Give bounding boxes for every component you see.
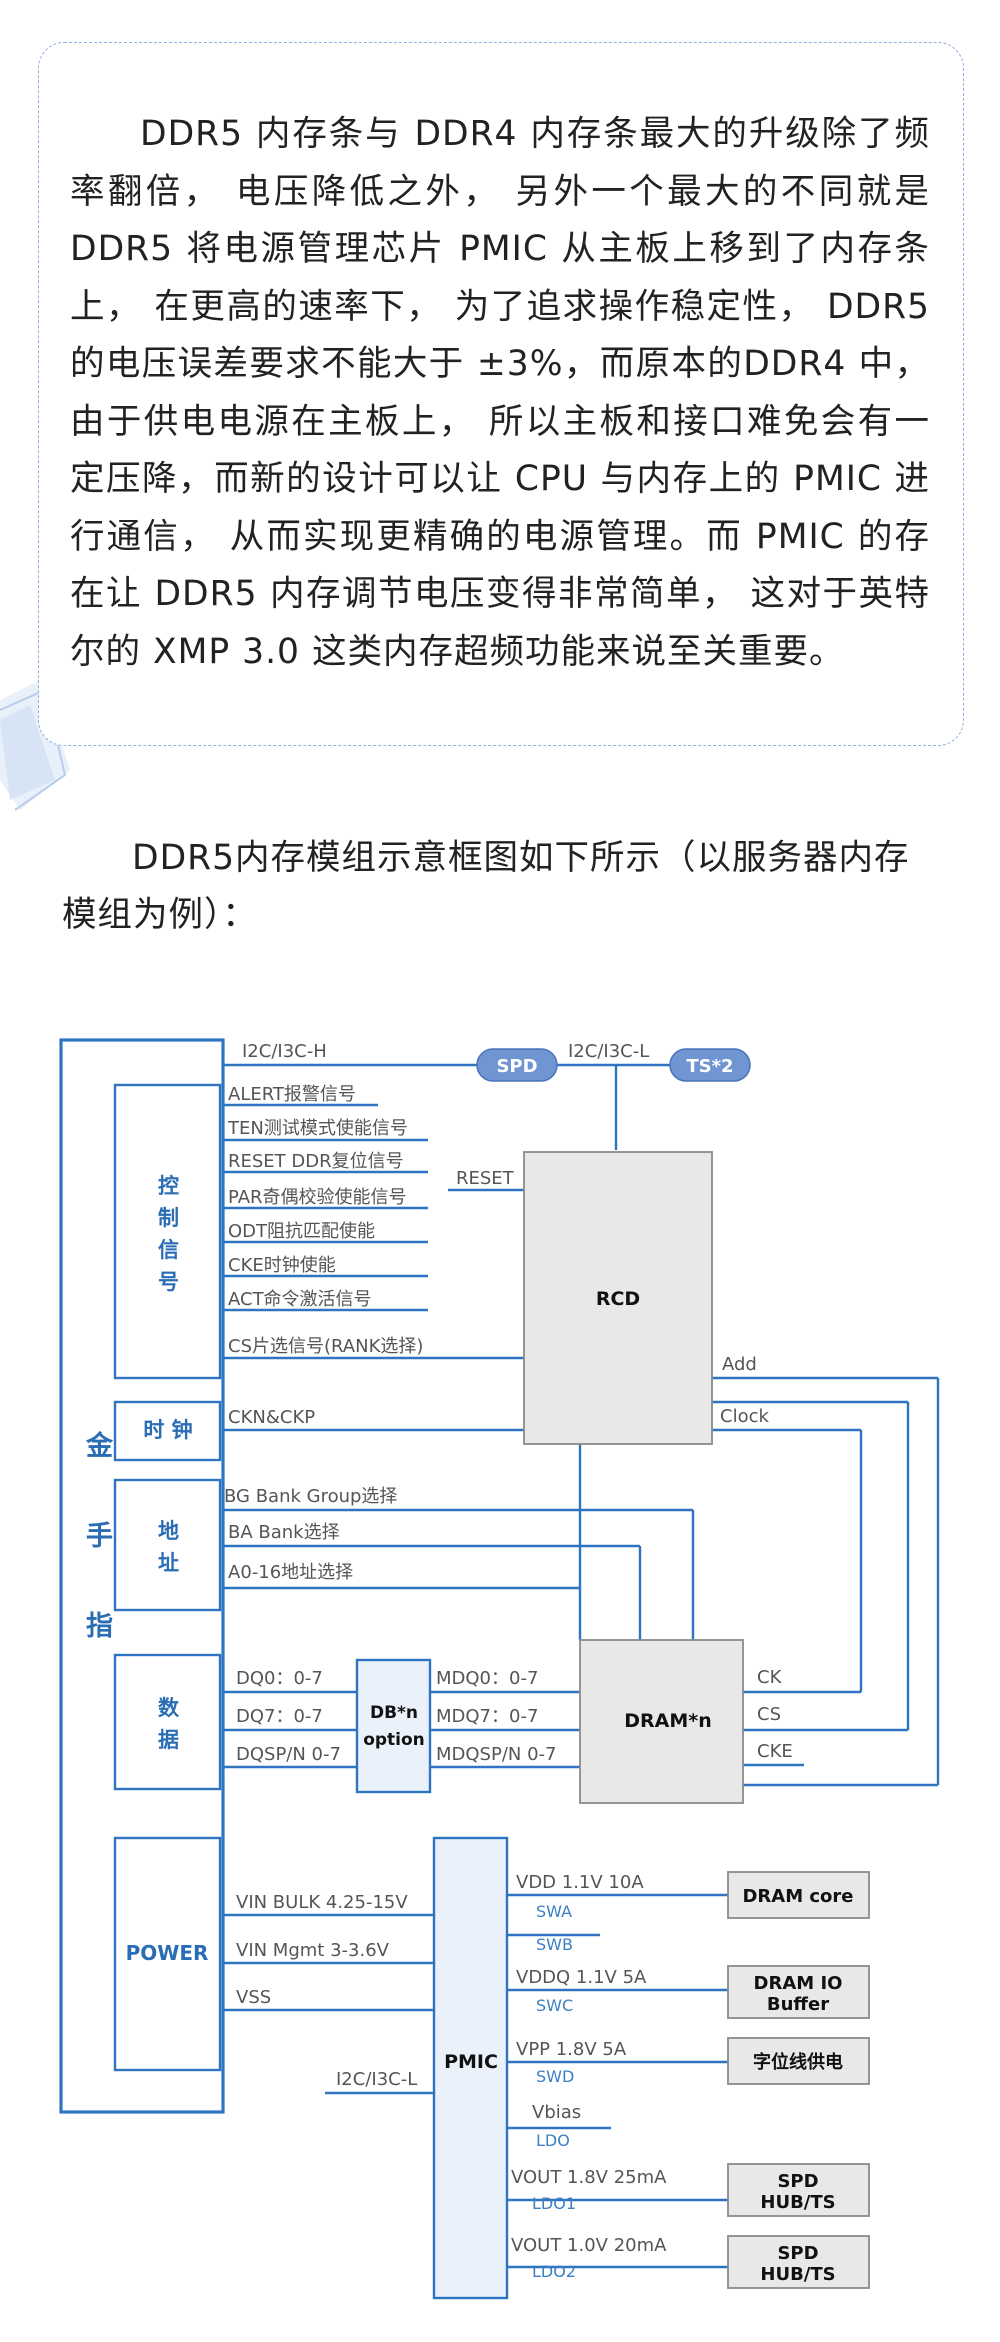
gold-finger-char-1: 金 <box>85 1430 114 1462</box>
pmic-output-sub: SWD <box>536 2067 574 2086</box>
diagram-caption: DDR5内存模组示意框图如下所示（以服务器内存模组为例）： <box>62 838 910 935</box>
pmic-output-label: VPP 1.8V 5A <box>516 2039 627 2060</box>
control-char-3: 信 <box>158 1238 179 1262</box>
target-label: 字位线供电 <box>753 2051 843 2073</box>
clock-group-label: 时 钟 <box>143 1418 192 1442</box>
rcd-box <box>523 1151 713 1445</box>
i2c-h-label: I2C/I3C-H <box>242 1041 327 1062</box>
rcd-clock-label: Clock <box>720 1406 769 1427</box>
data-char-1: 数 <box>158 1696 180 1720</box>
dram-label: DRAM*n <box>624 1710 711 1732</box>
power-input: VSS <box>236 1987 271 2008</box>
ts-pill <box>669 1048 751 1082</box>
spd-pill <box>476 1048 558 1082</box>
dram-core-box <box>727 1871 870 1919</box>
control-char-2: 制 <box>158 1206 179 1230</box>
db-option-box <box>355 1658 432 1794</box>
pmic-label: PMIC <box>444 2051 498 2073</box>
target-label: HUB/TS <box>760 2264 835 2285</box>
wordline-power-box <box>727 2037 870 2085</box>
pmic-output-sub: LDO <box>536 2131 570 2150</box>
control-signal: ACT命令激活信号 <box>228 1289 372 1310</box>
spd-pill-label: SPD <box>496 1056 537 1077</box>
rcd-add-label: Add <box>722 1354 757 1375</box>
md-signal: MDQ0：0-7 <box>436 1668 538 1689</box>
dram-signal: CS <box>757 1704 781 1725</box>
control-signal: ODT阻抗匹配使能 <box>228 1221 375 1242</box>
pmic-output-label: VOUT 1.8V 25mA <box>511 2167 667 2188</box>
pmic-output-label: VDD 1.1V 10A <box>516 1872 644 1893</box>
data-char-2: 据 <box>158 1728 179 1752</box>
control-signal: RESET DDR复位信号 <box>228 1151 404 1172</box>
gold-finger-char-3: 指 <box>86 1611 113 1642</box>
spd-hub-ts-box-1 <box>727 2163 870 2217</box>
control-signal: ALERT报警信号 <box>228 1084 356 1105</box>
target-label: DRAM core <box>742 1886 853 1907</box>
dram-box <box>579 1639 744 1804</box>
target-label: HUB/TS <box>760 2192 835 2213</box>
power-input: VIN Mgmt 3-3.6V <box>236 1940 390 1961</box>
dram-signal: CK <box>757 1667 783 1688</box>
pmic-box <box>432 1836 509 2300</box>
address-char-1: 地 <box>158 1519 179 1543</box>
pmic-output-label: Vbias <box>532 2102 581 2123</box>
control-signal: PAR奇偶校验使能信号 <box>228 1187 407 1208</box>
md-signal: MDQSP/N 0-7 <box>436 1744 557 1765</box>
pmic-output-sub: SWB <box>536 1935 573 1954</box>
target-label: SPD <box>777 2243 818 2264</box>
data-signal: DQSP/N 0-7 <box>236 1744 341 1765</box>
address-signal: A0-16地址选择 <box>228 1562 353 1583</box>
address-signal: BA Bank选择 <box>228 1522 340 1543</box>
power-group-label: POWER <box>126 1941 209 1965</box>
intro-text-box <box>38 42 964 746</box>
rcd-label: RCD <box>596 1288 640 1310</box>
power-input: VIN BULK 4.25-15V <box>236 1892 408 1913</box>
control-signal: CKE时钟使能 <box>228 1255 336 1276</box>
spd-hub-ts-box-2 <box>727 2235 870 2289</box>
md-signal: MDQ7：0-7 <box>436 1706 538 1727</box>
db-label-2: option <box>363 1730 425 1750</box>
address-char-2: 址 <box>158 1551 179 1575</box>
data-signal: DQ0：0-7 <box>236 1668 323 1689</box>
pmic-output-sub: SWA <box>536 1902 572 1921</box>
pmic-output-sub: SWC <box>536 1996 573 2015</box>
dram-io-buffer-box <box>727 1965 870 2019</box>
clock-signal: CKN&CKP <box>228 1407 315 1428</box>
reset-label: RESET <box>456 1168 515 1189</box>
address-signal: BG Bank Group选择 <box>224 1486 397 1507</box>
i2c-l-label: I2C/I3C-L <box>568 1041 649 1062</box>
target-label: Buffer <box>767 1994 829 2015</box>
control-char-1: 控 <box>158 1174 179 1198</box>
pmic-output-label: VDDQ 1.1V 5A <box>516 1967 647 1988</box>
control-char-4: 号 <box>158 1270 179 1294</box>
gold-finger-char-2: 手 <box>86 1521 113 1552</box>
db-label-1: DB*n <box>370 1703 418 1723</box>
intro-paragraph: DDR5 内存条与 DDR4 内存条最大的升级除了频率翻倍， 电压降低之外， 另… <box>70 114 930 672</box>
dram-signal: CKE <box>757 1741 793 1762</box>
control-signal: CS片选信号(RANK选择) <box>228 1336 423 1357</box>
control-signal: TEN测试模式使能信号 <box>227 1118 408 1139</box>
pmic-output-sub: LDO2 <box>532 2262 576 2281</box>
pmic-output-sub: LDO1 <box>532 2194 576 2213</box>
pmic-output-label: VOUT 1.0V 20mA <box>511 2235 667 2256</box>
data-signal: DQ7：0-7 <box>236 1706 323 1727</box>
pmic-i2c-label: I2C/I3C-L <box>336 2069 417 2090</box>
target-label: DRAM IO <box>754 1973 843 1994</box>
ts-pill-label: TS*2 <box>686 1056 733 1077</box>
target-label: SPD <box>777 2171 818 2192</box>
